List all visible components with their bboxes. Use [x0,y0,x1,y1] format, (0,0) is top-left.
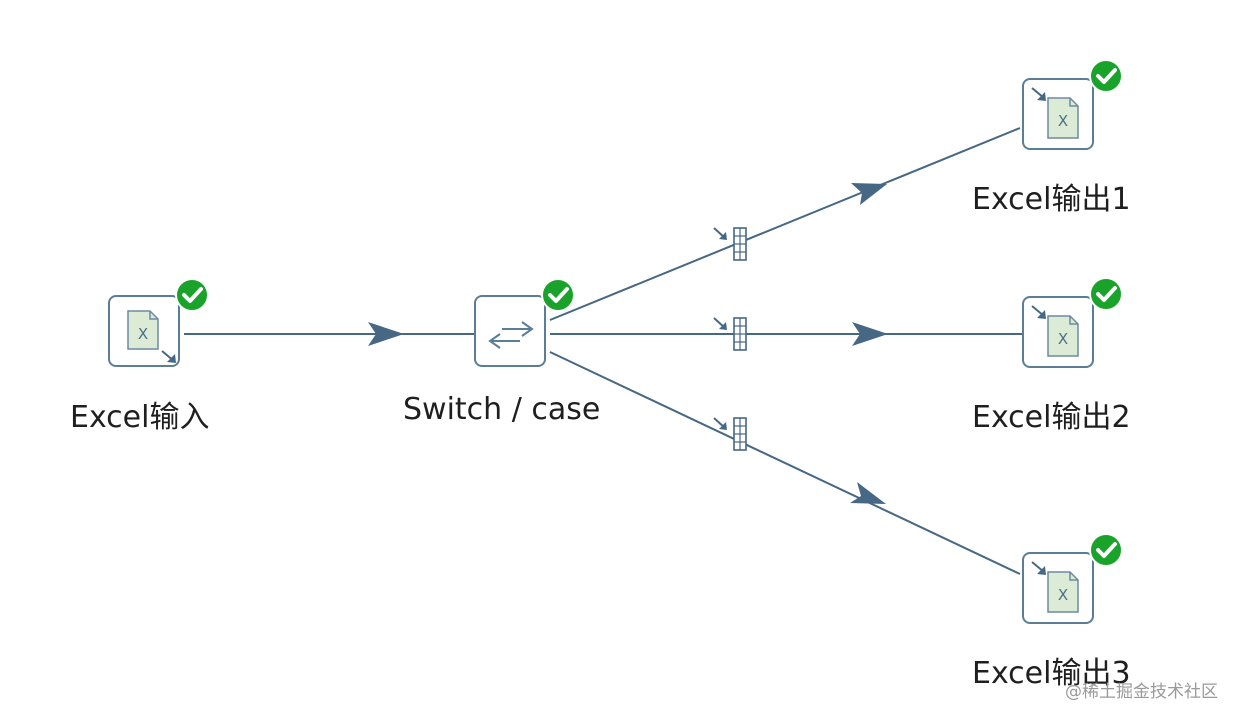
excel-output-icon: X [1031,305,1079,357]
check-badge-icon [1089,277,1123,311]
hop-switch-to-output-2[interactable] [550,322,1022,346]
svg-text:X: X [1058,330,1068,348]
svg-text:X: X [1058,586,1068,604]
case-marker-icon [713,227,747,261]
step-excel-output-2[interactable]: X [1022,277,1123,372]
check-badge-icon [1089,533,1123,567]
excel-input-icon: X [127,310,176,363]
hop-switch-to-output-3[interactable] [549,351,1021,575]
check-badge-icon [175,278,209,312]
hop-arrow-icon [851,183,887,205]
step-label: Excel输入 [70,400,210,435]
step-box[interactable]: X [1022,552,1094,624]
step-switch-case[interactable] [474,278,575,371]
step-box[interactable]: X [108,295,180,367]
hop-switch-to-output-1[interactable] [549,127,1021,321]
step-label: Excel输出3 [972,656,1131,691]
check-badge-icon [541,278,575,312]
svg-text:X: X [138,325,148,343]
hop-arrow-icon [368,322,404,346]
step-box[interactable]: X [1022,296,1094,368]
step-label: Excel输出1 [972,182,1131,217]
step-excel-output-1[interactable]: X [1022,59,1123,154]
svg-text:X: X [1058,112,1068,130]
case-marker-icon [713,417,747,451]
watermark: @稀土掘金技术社区 [1065,682,1218,702]
step-box[interactable]: X [1022,78,1094,150]
switch-arrows-icon [488,321,534,349]
step-excel-output-3[interactable]: X [1022,533,1123,628]
hop-arrow-icon [850,482,886,504]
step-excel-input[interactable]: X [108,278,209,371]
hop-input-to-switch[interactable] [184,322,474,346]
step-label: Excel输出2 [972,400,1131,435]
excel-output-icon: X [1031,87,1079,139]
step-label: Switch / case [403,392,601,427]
case-marker-icon [713,317,747,351]
hop-arrow-icon [852,322,888,346]
check-badge-icon [1089,59,1123,93]
step-box[interactable] [474,295,546,367]
excel-output-icon: X [1031,561,1079,613]
